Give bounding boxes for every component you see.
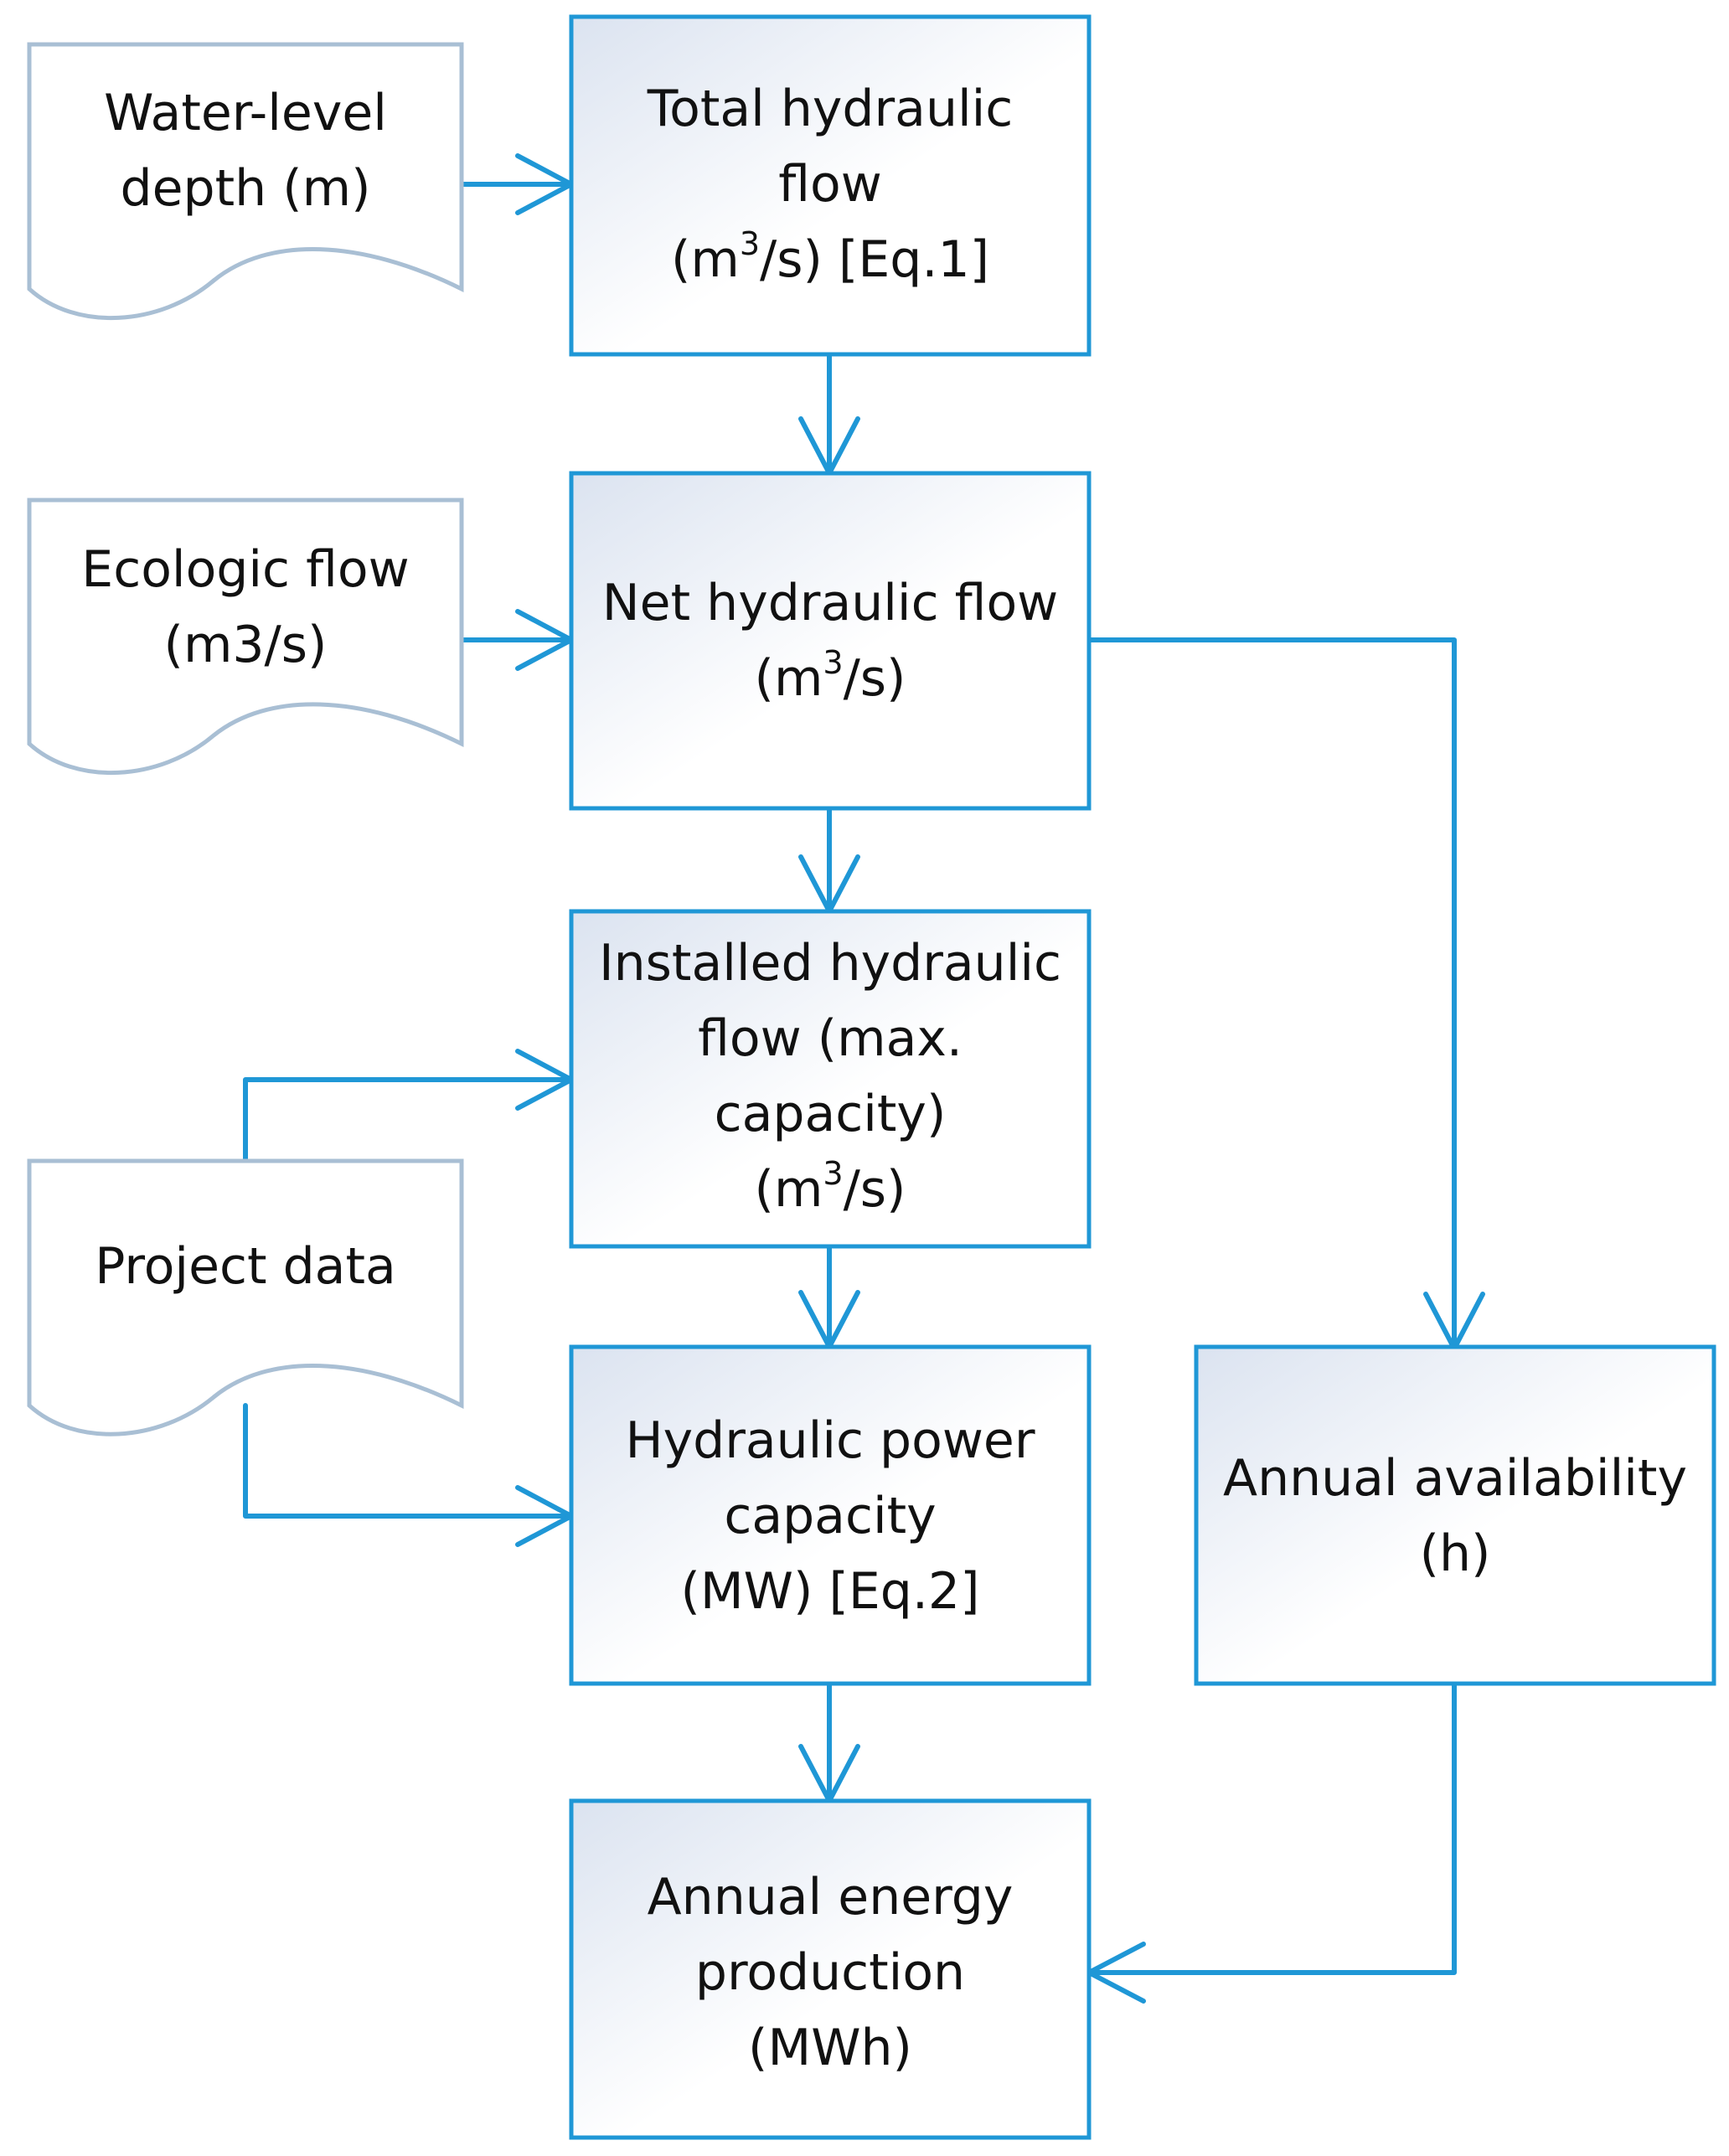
annual-availability-label-1: Annual availability	[1223, 1449, 1687, 1508]
net-flow-unit-sup: 3	[823, 644, 843, 681]
installed-flow-label-3: capacity)	[715, 1085, 947, 1143]
annual-energy-label-2: production	[695, 1943, 965, 2002]
power-capacity-label-3: (MW) [Eq.2]	[680, 1562, 979, 1621]
net-flow-unit-pre: (m	[755, 649, 823, 708]
power-capacity-label-2: capacity	[724, 1487, 936, 1545]
data-inputs	[27, 42, 464, 1436]
connector-powercapacity-to-energy	[798, 1681, 860, 1803]
net-flow-label-1: Net hydraulic flow	[602, 574, 1058, 632]
connector-totalflow-to-netflow	[798, 352, 860, 476]
annual-energy-label-1: Annual energy	[648, 1868, 1014, 1926]
connector-projectdata-to-installedflow	[243, 1049, 574, 1163]
annual-energy-box	[569, 1798, 1092, 2140]
power-capacity-label-1: Hydraulic power	[625, 1411, 1035, 1470]
ecologic-flow-label-1: Ecologic flow	[81, 540, 409, 599]
ecologic-flow-shape	[27, 498, 464, 776]
connector-netflow-to-installedflow	[798, 806, 860, 914]
process-boxes	[569, 14, 1716, 2140]
total-flow-label-3: (m3/s) [Eq.1]	[671, 225, 989, 289]
water-level-label-1: Water-level	[104, 84, 387, 142]
labels: Water-level depth (m) Total hydraulic fl…	[81, 80, 1687, 2077]
net-flow-box	[569, 471, 1092, 811]
annual-energy-label-3: (MWh)	[748, 2019, 912, 2077]
connector-availability-to-energy	[1086, 1681, 1457, 2004]
total-flow-unit-post: /s) [Eq.1]	[760, 230, 989, 289]
project-data-label: Project data	[95, 1237, 396, 1296]
total-flow-box	[569, 14, 1092, 357]
annual-availability-box	[1194, 1344, 1716, 1686]
installed-flow-unit-pre: (m	[755, 1160, 823, 1219]
net-flow-unit-post: /s)	[844, 649, 906, 708]
total-flow-unit-sup: 3	[740, 225, 760, 262]
project-data-shape	[27, 1158, 464, 1436]
connector-ecologic-to-netflow	[459, 609, 574, 671]
total-flow-label-2: flow	[778, 155, 882, 214]
net-flow-label-2: (m3/s)	[755, 644, 906, 708]
total-flow-unit-pre: (m	[671, 230, 740, 289]
water-level-label-2: depth (m)	[121, 159, 371, 218]
connector-installedflow-to-powercapacity	[798, 1244, 860, 1349]
installed-flow-label-2: flow (max.	[698, 1009, 963, 1068]
connector-waterlevel-to-totalflow	[459, 153, 574, 215]
installed-flow-label-1: Installed hydraulic	[599, 934, 1061, 993]
installed-flow-label-4: (m3/s)	[755, 1155, 906, 1219]
installed-flow-unit-post: /s)	[844, 1160, 906, 1219]
installed-flow-box	[569, 909, 1092, 1249]
ecologic-flow-label-2: (m3/s)	[164, 616, 328, 674]
installed-flow-unit-sup: 3	[823, 1155, 843, 1192]
power-capacity-box	[569, 1344, 1092, 1686]
connector-projectdata-to-powercapacity	[243, 1403, 574, 1547]
total-flow-label-1: Total hydraulic	[647, 80, 1014, 138]
annual-availability-label-2: (h)	[1420, 1524, 1491, 1583]
connector-netflow-to-availability	[1086, 637, 1485, 1351]
water-level-shape	[27, 42, 464, 321]
